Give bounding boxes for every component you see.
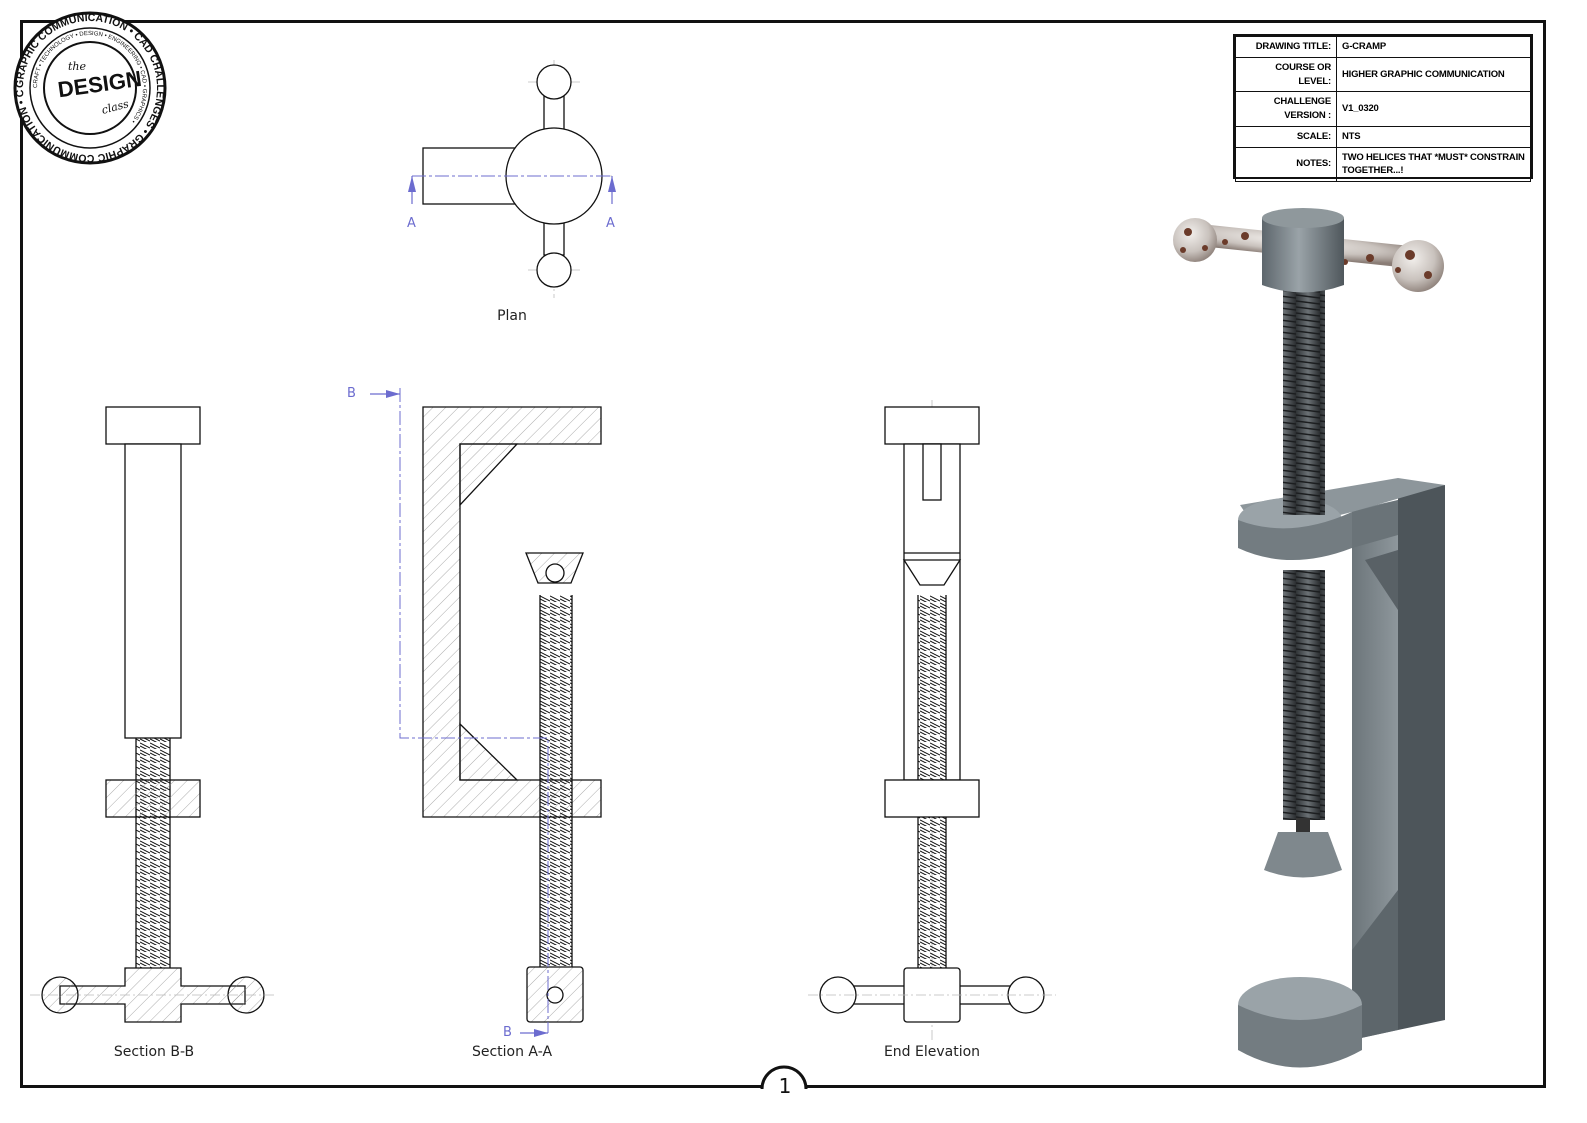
title-block: DRAWING TITLE: G-CRAMP COURSE OR LEVEL: …	[1233, 34, 1533, 183]
title-block-row: NOTES: TWO HELICES THAT *MUST* CONSTRAIN…	[1235, 146, 1531, 183]
section-aa-view	[370, 388, 602, 1037]
plan-label: Plan	[497, 308, 527, 324]
title-block-row: DRAWING TITLE: G-CRAMP	[1235, 36, 1531, 58]
page-number: 1	[778, 1074, 792, 1098]
cut-label-b-top: B	[347, 386, 356, 401]
section-bb-label: Section B-B	[113, 1044, 195, 1060]
title-block-value: TWO HELICES THAT *MUST* CONSTRAIN TOGETH…	[1336, 146, 1531, 183]
section-arrow-icon	[608, 176, 616, 192]
end-elevation-label: End Elevation	[883, 1044, 981, 1060]
section-arrow-icon	[408, 176, 416, 192]
section-arrow-icon	[386, 390, 400, 398]
plan-view	[408, 60, 616, 298]
section-arrow-icon	[534, 1029, 548, 1037]
title-block-value: HIGHER GRAPHIC COMMUNICATION	[1336, 56, 1531, 93]
end-elevation-view	[808, 400, 1056, 1040]
cut-label-a-right: A	[606, 216, 615, 231]
title-block-row: COURSE OR LEVEL: HIGHER GRAPHIC COMMUNIC…	[1235, 56, 1531, 93]
section-aa-label: Section A-A	[471, 1044, 553, 1060]
title-block-row: SCALE: NTS	[1235, 125, 1531, 148]
title-block-row: CHALLENGE VERSION : V1_0320	[1235, 91, 1531, 127]
title-block-value: G-CRAMP	[1336, 36, 1531, 58]
title-block-key: NOTES:	[1235, 146, 1337, 183]
title-block-value: V1_0320	[1336, 91, 1531, 127]
g-cramp-render	[1173, 208, 1445, 1068]
section-bb-view	[30, 406, 276, 1023]
title-block-value: NTS	[1336, 125, 1531, 148]
cut-label-b-bottom: B	[503, 1025, 512, 1040]
logo-the: the	[68, 60, 87, 73]
cut-label-a-left: A	[407, 216, 416, 231]
title-block-key: CHALLENGE VERSION :	[1235, 91, 1337, 127]
design-class-logo: GRAPHIC COMMUNICATION • CAD CHALLENGES •…	[0, 0, 167, 165]
